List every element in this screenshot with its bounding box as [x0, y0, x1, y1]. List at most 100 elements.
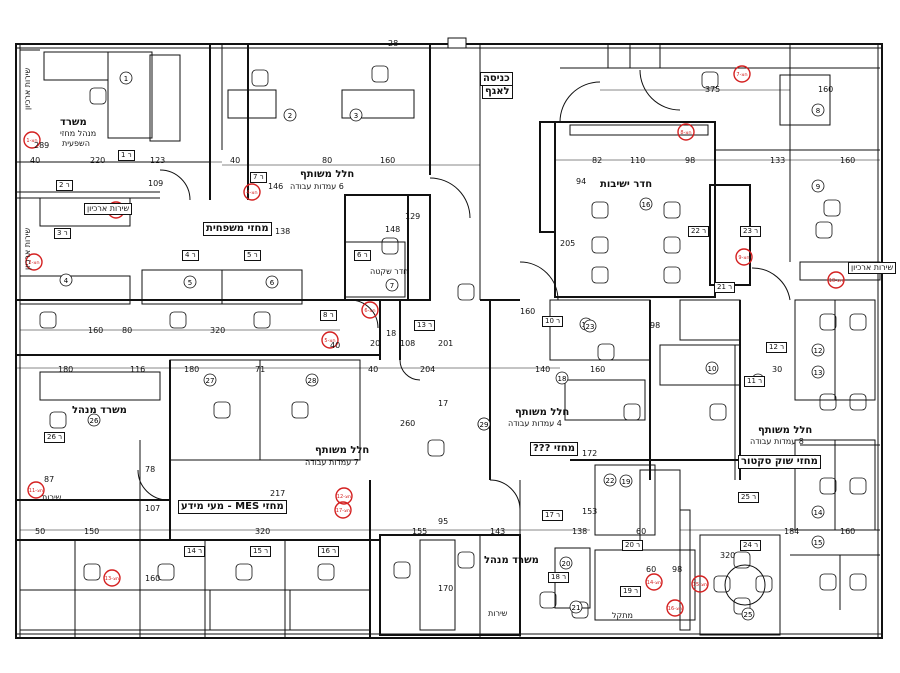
workstation-number: 15: [811, 535, 825, 549]
workstation-number: 9: [811, 179, 825, 193]
dimension-label: 140: [535, 365, 551, 374]
service-label-2: שירות: [42, 493, 62, 502]
dimension-label: 375: [705, 85, 721, 94]
chair-icon: [291, 401, 309, 419]
dimension-label: 153: [582, 507, 598, 516]
dimension-label: 170: [438, 584, 454, 593]
chair-icon: [709, 403, 727, 421]
svg-text:10: 10: [708, 365, 717, 373]
red-marker: חצ-11: [27, 481, 45, 499]
red-marker: חצ-7: [733, 65, 751, 83]
unit-tag: 20 ר: [622, 540, 644, 551]
svg-text:26: 26: [90, 417, 99, 425]
chair-icon: [823, 199, 841, 217]
workstation-number: 7: [385, 278, 399, 292]
workstation-number: 13: [811, 365, 825, 379]
dimension-label: 40: [30, 156, 41, 165]
office-tl-label: משרד: [60, 117, 87, 128]
svg-text:12: 12: [814, 347, 823, 355]
red-marker: חצ-16: [666, 599, 684, 617]
dimension-label: 82: [592, 156, 603, 165]
svg-text:18: 18: [558, 375, 567, 383]
chair-icon: [169, 311, 187, 329]
svg-text:חצ-13: חצ-13: [105, 576, 119, 582]
dimension-label: 320: [255, 527, 271, 536]
chair-icon: [591, 201, 609, 219]
dimension-label: 109: [148, 179, 164, 188]
chair-icon: [663, 266, 681, 284]
svg-text:חצ-1: חצ-1: [26, 138, 37, 144]
dimension-label: 17: [438, 399, 449, 408]
chair-icon: [89, 87, 107, 105]
shared-hall-3-sub: 4 עמדות עבודה: [508, 419, 562, 428]
service-label: שירות: [488, 609, 508, 618]
dimension-label: 60: [646, 565, 657, 574]
dimension-label: 160: [840, 156, 856, 165]
chair-icon: [849, 313, 867, 331]
unit-tag: 18 ר: [548, 572, 570, 583]
dimension-label: 129: [405, 212, 421, 221]
entrance-label: כניסה: [480, 72, 513, 86]
chair-icon: [457, 283, 475, 301]
red-marker: חצ-17: [334, 501, 352, 519]
svg-text:28: 28: [308, 377, 317, 385]
workstation-number: 21: [569, 600, 583, 614]
svg-text:13: 13: [814, 369, 823, 377]
svg-text:6: 6: [270, 279, 275, 287]
svg-text:20: 20: [562, 560, 571, 568]
svg-text:14: 14: [814, 509, 823, 517]
unit-tag: 21 ר: [714, 282, 736, 293]
red-marker: חצ-4: [243, 183, 261, 201]
chair-icon: [591, 236, 609, 254]
red-marker: חצ-2: [25, 253, 43, 271]
shared-hall-1-label: חלל משותף: [300, 169, 355, 180]
unit-tag: 15 ר: [250, 546, 272, 557]
dimension-label: 150: [84, 527, 100, 536]
chair-icon: [591, 266, 609, 284]
dimension-label: 217: [270, 489, 286, 498]
chair-icon: [539, 591, 557, 609]
chair-icon: [317, 563, 335, 581]
dimension-label: 205: [560, 239, 576, 248]
dimension-label: 116: [130, 365, 146, 374]
red-marker: חצ-1: [23, 131, 41, 149]
dimension-label: 30: [772, 365, 783, 374]
chair-icon: [213, 401, 231, 419]
unit-tag: 25 ר: [738, 492, 760, 503]
dimension-label: 20: [370, 339, 381, 348]
dimension-label: 110: [630, 156, 646, 165]
workstation-number: 19: [619, 474, 633, 488]
dimension-label: 143: [490, 527, 506, 536]
chair-icon: [83, 563, 101, 581]
dimension-label: 320: [720, 551, 736, 560]
entrance-sub: לאגף: [482, 85, 513, 99]
dimension-label: 18: [386, 329, 397, 338]
unit-tag: 19 ר: [620, 586, 642, 597]
workstation-number: 22: [603, 473, 617, 487]
workstation-number: 18: [555, 371, 569, 385]
shared-hall-2-sub: 7 עמדות עבודה: [305, 458, 359, 467]
dimension-label: 146: [268, 182, 284, 191]
dimension-label: 94: [576, 177, 587, 186]
chair-icon: [623, 403, 641, 421]
chair-icon: [663, 201, 681, 219]
dimension-label: 123: [150, 156, 166, 165]
workstation-number: 5: [183, 275, 197, 289]
svg-text:חצ-9: חצ-9: [738, 255, 749, 261]
red-marker: חצ-14: [645, 573, 663, 591]
workstation-number: 27: [203, 373, 217, 387]
svg-text:29: 29: [480, 421, 489, 429]
workstation-number: 1: [119, 71, 133, 85]
workstation-number: 29: [477, 417, 491, 431]
svg-text:חצ-5: חצ-5: [324, 338, 335, 344]
svg-text:חצ-11: חצ-11: [29, 488, 43, 494]
dimension-label: 71: [255, 365, 266, 374]
svg-text:16: 16: [642, 201, 651, 209]
workstation-number: 10: [705, 361, 719, 375]
unit-tag: 2 ר: [56, 180, 73, 191]
chair-icon: [597, 343, 615, 361]
dimension-label: 40: [230, 156, 241, 165]
red-marker: חצ-12: [335, 487, 353, 505]
dimension-label: 180: [58, 365, 74, 374]
workstation-number: 2: [283, 108, 297, 122]
